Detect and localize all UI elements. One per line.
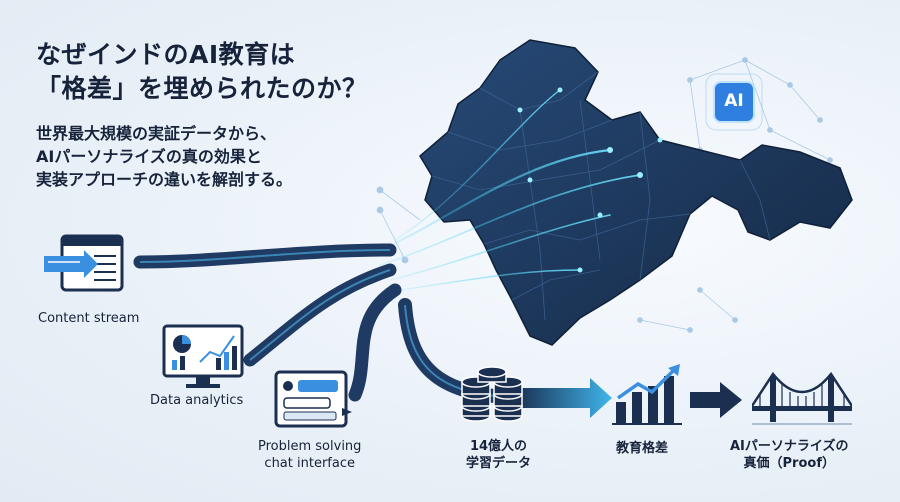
value-proof-line-2: 真価（Proof）	[743, 456, 835, 471]
content-stream-icon	[44, 234, 124, 292]
data-analytics-icon	[162, 324, 244, 388]
subtitle-line-2: AIパーソナライズの真の効果と	[36, 147, 262, 166]
flow-arrow-1	[520, 378, 612, 418]
title-line-2: 「格差」を埋められたのか？	[36, 74, 368, 103]
subtitle: 世界最大規模の実証データから、 AIパーソナライズの真の効果と 実装アプローチの…	[36, 122, 292, 191]
subtitle-line-3: 実装アプローチの違いを解剖する。	[36, 170, 293, 189]
network-dots	[376, 57, 833, 333]
glow-flows	[378, 89, 641, 291]
title-line-1: なぜインドのAI教育は	[36, 40, 296, 69]
state-borders	[431, 71, 771, 321]
learning-data-label: 14億人の 学習データ	[466, 438, 531, 472]
learning-data-line-2: 学習データ	[466, 456, 532, 471]
content-stream-label: Content stream	[38, 311, 140, 326]
ai-chip-badge	[705, 73, 763, 131]
value-proof-label: AIパーソナライズの 真価（Proof）	[730, 438, 849, 472]
problem-solving-line-2: chat interface	[264, 456, 355, 471]
data-stack-icon	[461, 366, 523, 422]
education-gap-label: 教育格差	[616, 441, 669, 456]
subtitle-line-1: 世界最大規模の実証データから、	[36, 124, 277, 143]
ai-badge-label: AI	[724, 91, 744, 111]
chat-interface-icon	[274, 370, 352, 428]
problem-solving-line-1: Problem solving	[258, 439, 362, 454]
education-gap-chart-icon	[612, 364, 682, 425]
glow-nodes	[517, 87, 663, 273]
problem-solving-label: Problem solving chat interface	[258, 438, 361, 472]
value-proof-line-1: AIパーソナライズの	[730, 439, 849, 454]
flow-arrow-2	[690, 382, 742, 418]
data-analytics-label: Data analytics	[150, 393, 244, 408]
learning-data-line-1: 14億人の	[469, 439, 528, 454]
page-title: なぜインドのAI教育は 「格差」を埋められたのか？	[36, 38, 368, 106]
bridge-icon	[752, 371, 852, 425]
india-map	[419, 39, 853, 346]
